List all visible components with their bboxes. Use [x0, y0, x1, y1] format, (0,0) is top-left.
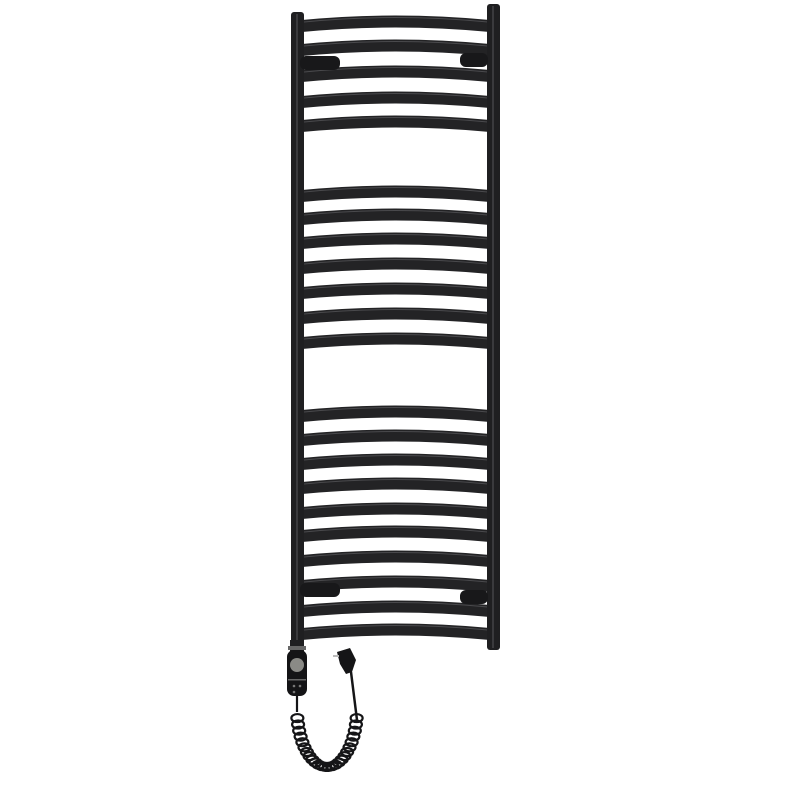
radiator-bar [302, 332, 490, 349]
radiator-bar [302, 477, 490, 494]
radiator-bar [302, 232, 490, 249]
radiator-bars [302, 15, 490, 640]
radiator-bar [302, 185, 490, 202]
radiator-bar [302, 282, 490, 299]
radiator-bar [302, 65, 490, 82]
radiator-bar [302, 550, 490, 567]
coiled-cable [290, 696, 364, 773]
coiled-cable-loop [290, 696, 364, 773]
radiator-bar [302, 115, 490, 132]
radiator-bar [302, 453, 490, 470]
radiator-bar [302, 600, 490, 617]
radiator-bar [302, 91, 490, 108]
radiator-bar [302, 307, 490, 324]
radiator-bar [302, 208, 490, 225]
wall-bracket-top [300, 53, 488, 70]
radiator-bar [302, 502, 490, 519]
radiator-bar [302, 429, 490, 446]
radiator-bar [302, 39, 490, 56]
radiator-bar [302, 525, 490, 542]
radiator-bar [302, 623, 490, 640]
heating-element [287, 640, 307, 696]
power-plug-icon [333, 648, 359, 721]
radiator-bar [302, 257, 490, 274]
radiator-bar [302, 405, 490, 422]
radiator-bar [302, 575, 490, 592]
radiator-bar [302, 15, 490, 32]
heater-display-icon [290, 658, 304, 672]
wall-bracket-bottom [300, 583, 488, 604]
